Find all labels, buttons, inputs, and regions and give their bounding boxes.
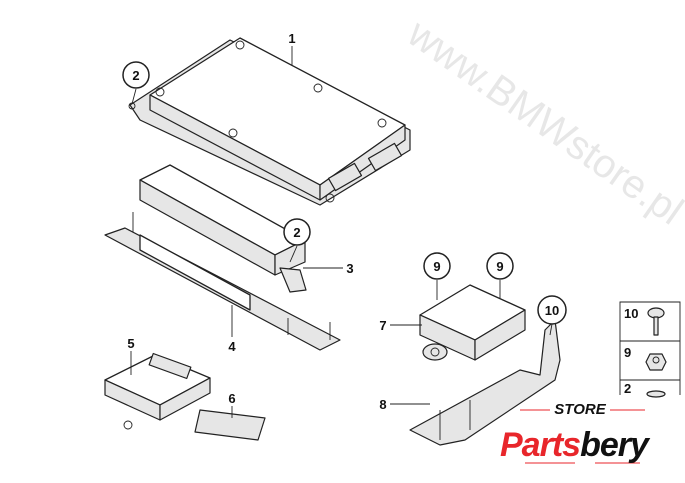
part-7-module — [419, 284, 526, 361]
callout-7: 7 — [379, 318, 386, 333]
callout-1: 1 — [288, 31, 295, 46]
hardware-legend: 10 9 2 — [619, 301, 681, 398]
legend-label-9: 9 — [624, 345, 631, 360]
logo-store-text: STORE — [554, 401, 606, 418]
callout-6: 6 — [228, 391, 235, 406]
part-6-strip — [194, 409, 266, 441]
part-3-module — [139, 164, 307, 293]
callout-10: 10 — [537, 295, 567, 325]
callout-2a: 2 — [122, 61, 150, 89]
part-8-bracket — [409, 319, 561, 446]
svg-text:9: 9 — [433, 259, 440, 274]
legend-label-10: 10 — [624, 306, 638, 321]
callout-8: 8 — [379, 397, 386, 412]
legend-label-2: 2 — [624, 381, 631, 396]
part-5-sensor — [104, 352, 211, 430]
svg-text:2: 2 — [132, 68, 139, 83]
callout-2b: 2 — [283, 218, 311, 246]
watermark: www.BMWstore.pl — [399, 11, 685, 234]
svg-text:10: 10 — [545, 303, 559, 318]
part-4-bracket — [104, 212, 341, 351]
callout-5: 5 — [127, 336, 134, 351]
nut-icon — [645, 353, 667, 371]
part-1-control-unit — [128, 37, 411, 206]
svg-text:2: 2 — [293, 225, 300, 240]
callout-9b: 9 — [486, 252, 514, 280]
logo-brand-text: Partsbery — [500, 426, 651, 464]
leader-lines — [130, 46, 553, 418]
callout-3: 3 — [346, 261, 353, 276]
callout-9a: 9 — [423, 252, 451, 280]
callout-4: 4 — [228, 339, 236, 354]
svg-text:9: 9 — [496, 259, 503, 274]
partsbery-logo: STORE Partsbery — [500, 401, 652, 464]
washer-icon — [646, 390, 666, 398]
screw-icon — [647, 307, 665, 336]
